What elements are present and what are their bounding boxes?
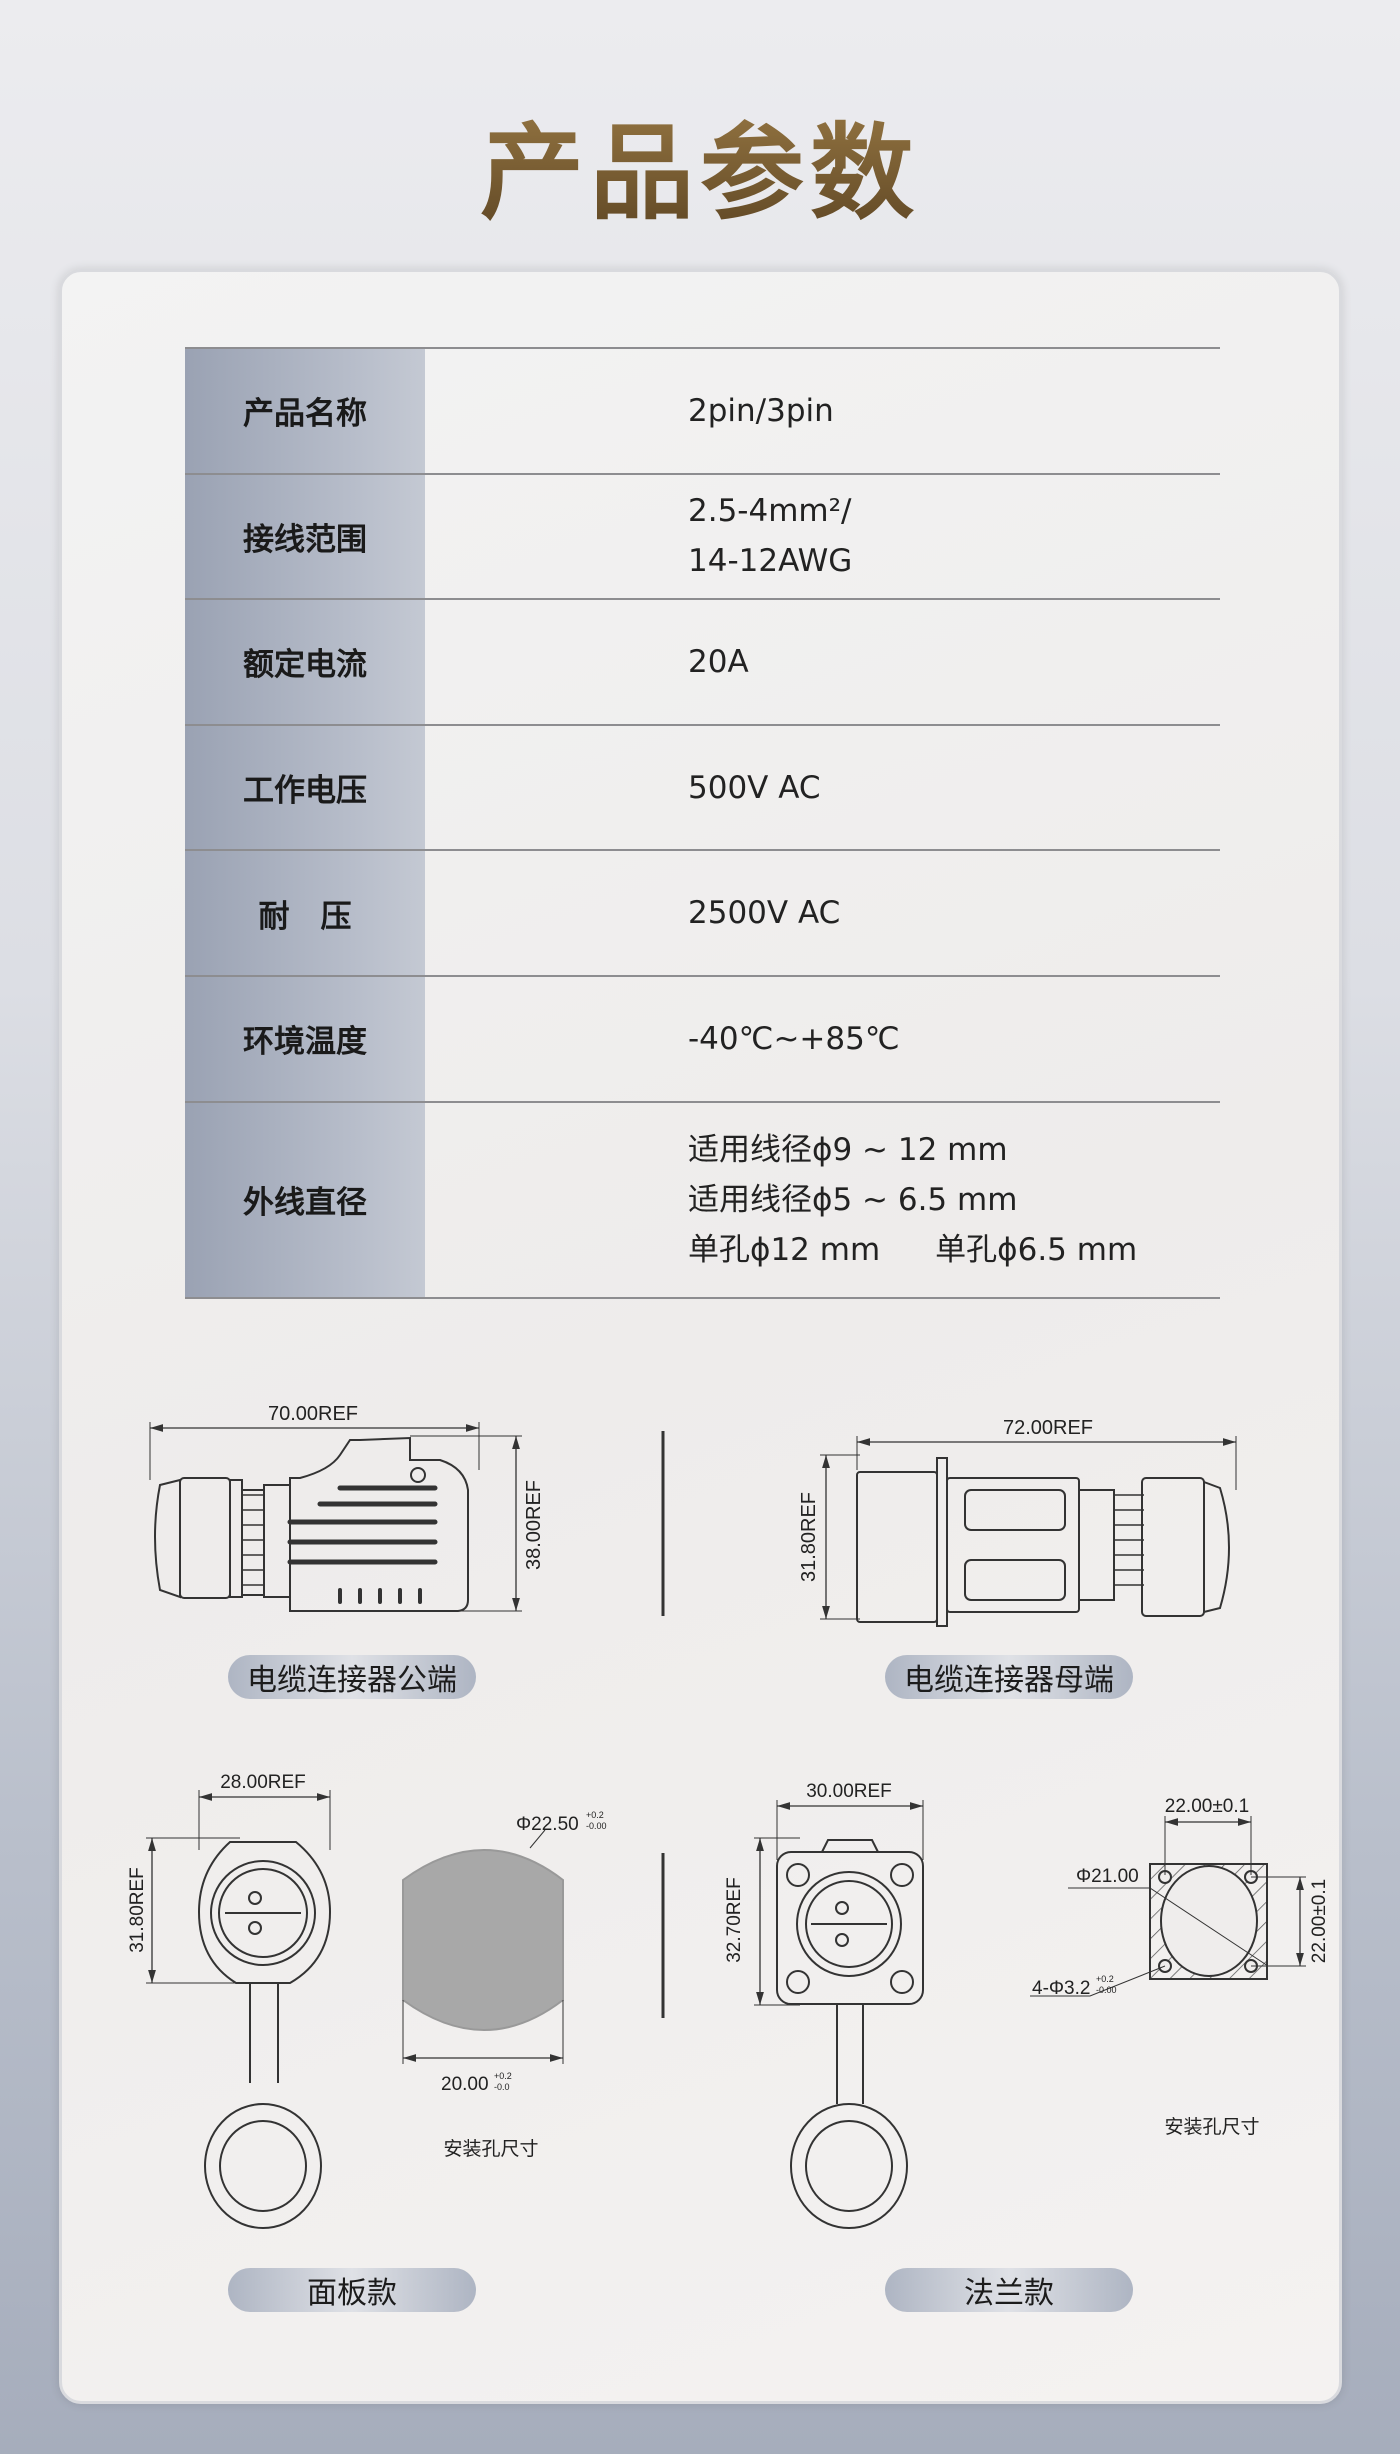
- table-row: 耐 压 2500V AC: [185, 851, 1220, 977]
- flange-screw-holes: 4-Φ3.2: [1032, 1978, 1090, 1999]
- female-width-dim: 72.00REF: [1003, 1417, 1093, 1439]
- svg-text:+0.2: +0.2: [586, 1810, 604, 1820]
- spec-label: 工作电压: [185, 725, 425, 850]
- flange-width-dim: 30.00REF: [806, 1781, 892, 1802]
- table-row: 产品名称 2pin/3pin: [185, 349, 1220, 475]
- spec-value: 单孔ϕ12 mm: [688, 1231, 881, 1268]
- male-width-dim: 70.00REF: [268, 1403, 358, 1425]
- flange-hole-caption: 安装孔尺寸: [1164, 2116, 1259, 2138]
- spec-label: 外线直径: [185, 1102, 425, 1297]
- spec-value: 适用线径ϕ5 ~ 6.5 mm: [688, 1181, 1018, 1218]
- male-connector-drawing: 70.00REF 38.00REF: [149, 1403, 545, 1612]
- spec-value: 2.5-4mm²/: [688, 493, 852, 530]
- panel-height-dim: 31.80REF: [127, 1867, 148, 1953]
- caption-male: 电缆连接器公端: [228, 1655, 476, 1699]
- caption-panel: 面板款: [228, 2268, 476, 2312]
- table-row: 额定电流 20A: [185, 600, 1220, 726]
- spec-value: 适用线径ϕ9 ~ 12 mm: [688, 1131, 1008, 1168]
- table-row: 工作电压 500V AC: [185, 725, 1220, 852]
- svg-text:-0.0: -0.0: [494, 2082, 510, 2092]
- female-connector-drawing: 72.00REF 31.80REF: [798, 1417, 1237, 1627]
- table-row: 环境温度 -40℃~+85℃: [185, 976, 1220, 1103]
- female-height-dim: 31.80REF: [798, 1492, 820, 1582]
- caption-female: 电缆连接器母端: [885, 1655, 1133, 1699]
- spec-label: 耐 压: [185, 851, 425, 975]
- male-height-dim: 38.00REF: [523, 1480, 545, 1570]
- flange-hole-dia: Φ21.00: [1076, 1866, 1139, 1887]
- flange-hole-width: 22.00±0.1: [1165, 1796, 1249, 1817]
- spec-table: 产品名称 2pin/3pin 接线范围 2.5-4mm²/14-12AWG 额定电流…: [185, 347, 1220, 1299]
- spec-value: 14-12AWG: [688, 543, 853, 580]
- panel-hole-caption: 安装孔尺寸: [443, 2138, 538, 2160]
- spec-value: 单孔ϕ6.5 mm: [935, 1231, 1138, 1268]
- svg-text:-0.00: -0.00: [1096, 1985, 1117, 1995]
- svg-text:-0.00: -0.00: [586, 1821, 607, 1831]
- spec-value: 20A: [688, 643, 749, 680]
- caption-flange: 法兰款: [885, 2268, 1133, 2312]
- spec-value: -40℃~+85℃: [688, 1020, 900, 1057]
- spec-label: 接线范围: [185, 474, 425, 599]
- spec-label: 额定电流: [185, 600, 425, 724]
- spec-value: 2pin/3pin: [688, 392, 834, 429]
- flange-height-dim: 32.70REF: [724, 1877, 745, 1963]
- panel-connector-drawing: 28.00REF 31.80REF Φ22.50 +0.2 -0.00 20.0…: [127, 1772, 607, 2229]
- page-title: 产品参数: [0, 88, 1400, 239]
- svg-text:+0.2: +0.2: [1096, 1974, 1114, 1984]
- spec-label: 环境温度: [185, 976, 425, 1101]
- table-row: 外线直径 适用线径ϕ9 ~ 12 mm 适用线径ϕ5 ~ 6.5 mm 单孔ϕ12 m…: [185, 1102, 1220, 1299]
- table-row: 接线范围 2.5-4mm²/14-12AWG: [185, 474, 1220, 601]
- spec-label: 产品名称: [185, 349, 425, 473]
- panel-hole-flat: 20.00: [441, 2074, 489, 2095]
- flange-hole-height: 22.00±0.1: [1309, 1879, 1330, 1963]
- svg-text:+0.2: +0.2: [494, 2071, 512, 2081]
- flange-connector-drawing: 30.00REF 32.70REF 22.00±0.1 22.00±0.1 Φ2…: [724, 1781, 1330, 2229]
- spec-value: 2500V AC: [688, 895, 841, 932]
- panel-width-dim: 28.00REF: [220, 1772, 306, 1793]
- spec-value: 500V AC: [688, 769, 821, 806]
- panel-hole-dia: Φ22.50: [516, 1814, 579, 1835]
